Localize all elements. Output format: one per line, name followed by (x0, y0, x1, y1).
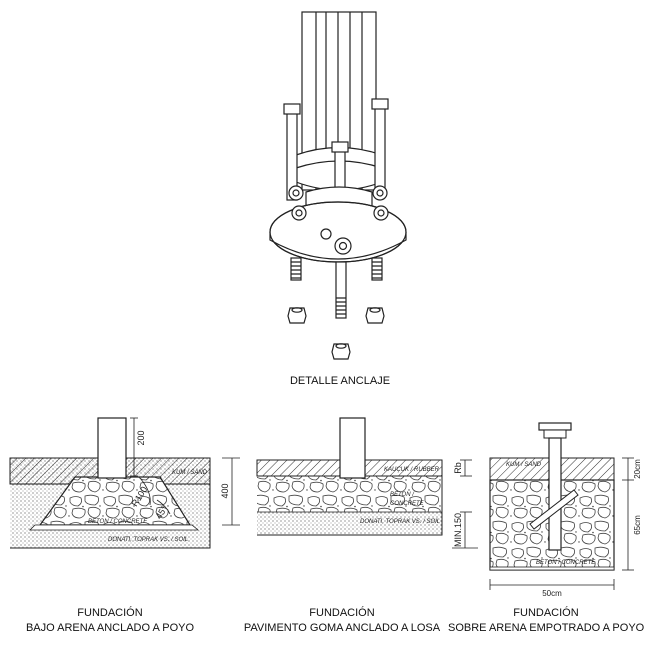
foundation-1-dim-depth: 400 (220, 483, 230, 498)
foundation-3-sand-label: KUM / SAND (506, 462, 542, 468)
foundation-2-soil-label: DONATI, TOPRAK VS. / SOIL (360, 519, 440, 525)
foundation-3-dim-width: 50cm (542, 589, 562, 598)
foundation-2-drawing: Rb MIN.150 KAUÇUK / RUBBER BETON / CONCR… (256, 417, 478, 549)
foundation-1-sand-label: KUM / SAND (172, 470, 208, 476)
foundation-2-rubber-label: KAUÇUK / RUBBER (384, 467, 440, 473)
foundation-1-title-line2: BAJO ARENA ANCLADO A POYO (25, 622, 195, 634)
anchor-detail-drawing (269, 11, 407, 360)
foundation-3-drawing: 20cm 65cm 50cm KUM / SAND BETON / CONCRE… (489, 422, 642, 598)
foundation-2-title-line2: PAVIMENTO GOMA ANCLADO A LOSA (243, 622, 441, 634)
foundation-3-title-line1: FUNDACIÓN (513, 607, 579, 619)
foundation-2-title-line1: FUNDACIÓN (309, 607, 375, 619)
anchor-detail-title: DETALLE ANCLAJE (289, 375, 391, 387)
foundation-2-concrete-label-2: CONCRETE (390, 501, 425, 507)
foundation-2-dim-top: Rb (453, 462, 463, 474)
foundation-3-dim-top: 20cm (633, 459, 642, 479)
foundation-3-caption: FUNDACIÓN SOBRE ARENA EMPOTRADO A POYO (448, 606, 644, 636)
foundation-1-caption: FUNDACIÓN BAJO ARENA ANCLADO A POYO (10, 606, 210, 636)
foundation-1-soil-label: DONATI, TOPRAK VS. / SOIL (108, 537, 188, 543)
foundation-2-dim-depth: MIN.150 (453, 513, 463, 547)
foundation-3-concrete-label: BETON / CONCRETE (536, 560, 596, 566)
foundation-1-dim-top: 200 (136, 430, 146, 445)
foundation-2-concrete-label-1: BETON / (390, 492, 415, 498)
foundation-3-dim-depth: 65cm (633, 515, 642, 535)
foundation-1-title-line1: FUNDACIÓN (77, 607, 143, 619)
foundation-1-concrete-label: BETON / CONCRETE (88, 519, 148, 525)
foundation-3-title-line2: SOBRE ARENA EMPOTRADO A POYO (448, 622, 645, 634)
foundation-1-drawing: 200 R100 45° 400 KUM / SAND BETON / CONC… (9, 417, 240, 549)
foundation-2-caption: FUNDACIÓN PAVIMENTO GOMA ANCLADO A LOSA (232, 606, 452, 636)
